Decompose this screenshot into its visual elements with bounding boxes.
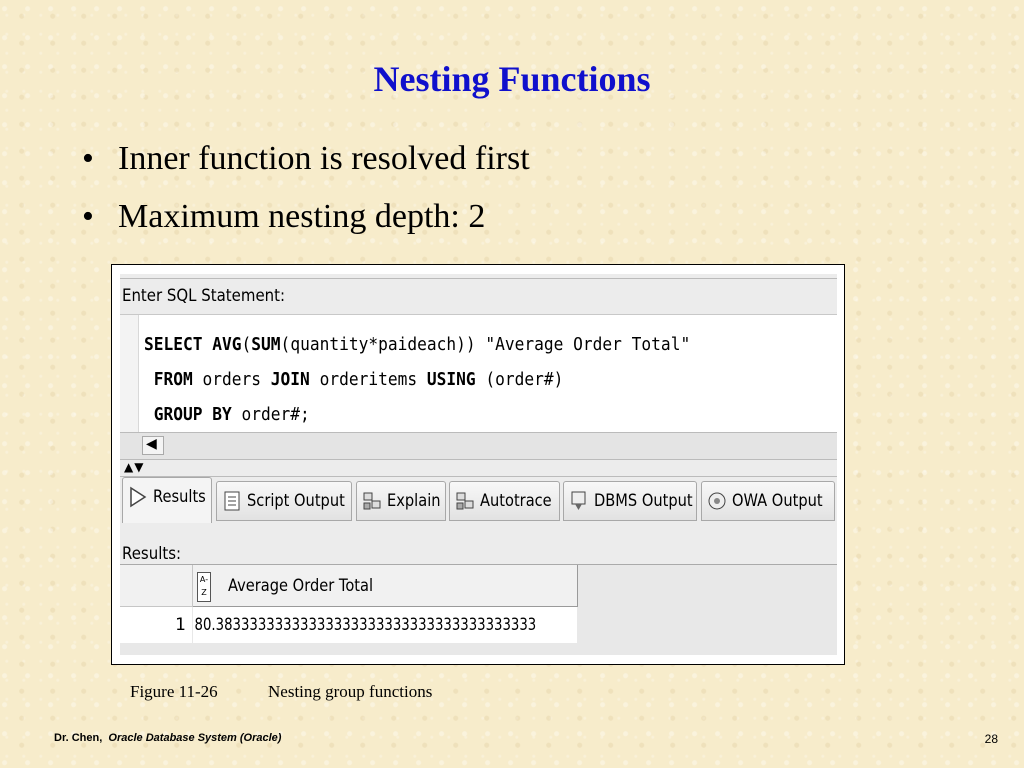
figure-text: Nesting group functions (268, 682, 433, 701)
sql-keyword: GROUP BY (144, 404, 242, 425)
text-type-icon: A-Z (197, 572, 211, 602)
sql-text: orders (202, 369, 271, 390)
sql-text: orderitems (319, 369, 427, 390)
footer-course: Oracle Database System (Oracle) (108, 732, 282, 744)
tab-autotrace[interactable]: Autotrace (449, 481, 560, 521)
page-number: 28 (984, 732, 998, 746)
sql-line: FROM orders JOIN orderitems USING (order… (144, 362, 690, 397)
owa-output-icon (708, 492, 726, 510)
sql-code[interactable]: SELECT AVG(SUM(quantity*paideach)) "Aver… (144, 327, 690, 432)
scroll-left-button[interactable] (142, 436, 164, 455)
results-label: Results: (122, 544, 182, 564)
script-icon (224, 491, 240, 511)
sql-text: (quantity*paideach)) "Average Order Tota… (280, 334, 691, 355)
pane-splitter[interactable]: ▲▼ (120, 460, 837, 477)
sql-text: order#; (241, 404, 310, 425)
row-number-header (120, 565, 193, 607)
tab-label: OWA Output (732, 491, 823, 511)
sql-keyword: USING (426, 369, 486, 390)
sql-editor[interactable]: SELECT AVG(SUM(quantity*paideach)) "Aver… (120, 314, 837, 433)
results-grid: A-Z Average Order Total 1 80.38333333333… (120, 564, 837, 655)
bullet-list: • Inner function is resolved first • Maxim… (82, 137, 530, 253)
sql-keyword: FROM (144, 369, 203, 390)
sql-line: SELECT AVG(SUM(quantity*paideach)) "Aver… (144, 327, 690, 362)
sql-line: GROUP BY order#; (144, 397, 690, 432)
dbms-output-icon (571, 491, 586, 510)
sql-text: ( (241, 334, 252, 355)
horizontal-scrollbar[interactable]: ◀ (120, 432, 837, 460)
tab-label: DBMS Output (594, 491, 693, 511)
tab-explain[interactable]: Explain (356, 481, 446, 521)
sql-worksheet: Enter SQL Statement: SELECT AVG(SUM(quan… (120, 274, 837, 655)
bullet-text: Inner function is resolved first (118, 140, 530, 177)
column-header-label: Average Order Total (228, 576, 374, 596)
sql-developer-screenshot: Enter SQL Statement: SELECT AVG(SUM(quan… (111, 264, 845, 665)
bullet-text: Maximum nesting depth: 2 (118, 198, 486, 235)
splitter-arrows-icon: ▲▼ (124, 460, 145, 474)
output-tabs: Results Script Output Explain Autotrace … (120, 477, 837, 527)
divider (120, 278, 837, 279)
sql-keyword: AVG (212, 334, 242, 355)
tab-dbms-output[interactable]: DBMS Output (563, 481, 697, 521)
tab-owa-output[interactable]: OWA Output (701, 481, 835, 521)
tab-results[interactable]: Results (122, 477, 212, 523)
sql-keyword: SELECT (144, 334, 213, 355)
bullet-item: • Maximum nesting depth: 2 (82, 195, 530, 253)
tab-label: Autotrace (480, 491, 552, 511)
footer-author: Dr. Chen, (54, 732, 103, 744)
tab-label: Script Output (247, 491, 345, 511)
explain-icon (363, 492, 381, 510)
result-value: 80.3833333333333333333333333333333333333… (194, 615, 537, 635)
figure-number: Figure 11-26 (130, 682, 218, 701)
result-cell[interactable]: 80.3833333333333333333333333333333333333… (193, 607, 577, 643)
bullet-dot: • (82, 198, 94, 235)
autotrace-icon (456, 492, 474, 510)
tab-label: Results (153, 487, 206, 507)
tab-label: Explain (387, 491, 441, 511)
bullet-item: • Inner function is resolved first (82, 137, 530, 195)
play-icon (130, 486, 147, 508)
sql-keyword: JOIN (270, 369, 320, 390)
row-number: 1 (120, 607, 192, 643)
editor-label: Enter SQL Statement: (122, 286, 286, 306)
column-header[interactable]: A-Z Average Order Total (193, 565, 578, 607)
tab-script-output[interactable]: Script Output (216, 481, 352, 521)
sql-text: (order#) (485, 369, 564, 390)
sql-keyword: SUM (251, 334, 281, 355)
slide-title: Nesting Functions (373, 59, 651, 99)
scroll-left-icon: ◀ (146, 436, 157, 452)
editor-gutter (120, 315, 139, 433)
footer-credit: Dr. Chen, Oracle Database System (Oracle… (54, 732, 281, 744)
figure-caption: Figure 11-26 Nesting group functions (130, 682, 432, 702)
bullet-dot: • (82, 140, 94, 177)
